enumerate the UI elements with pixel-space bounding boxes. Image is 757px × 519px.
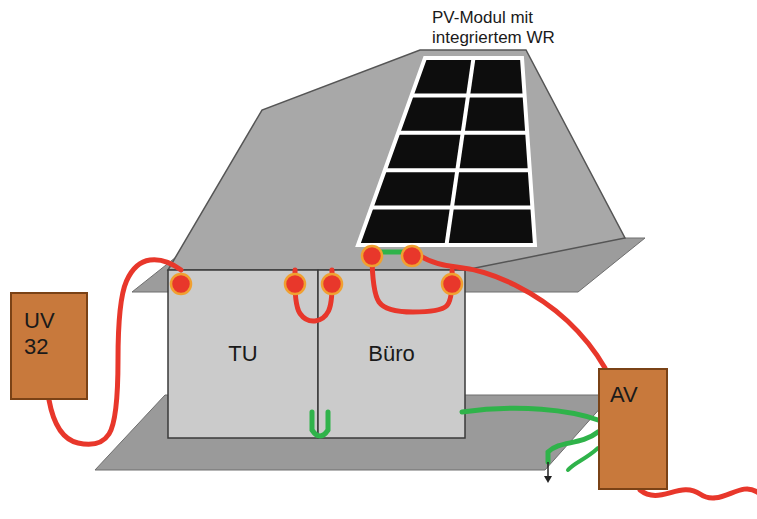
green-cable: [548, 432, 598, 462]
distribution-board: AV: [598, 368, 668, 490]
pv-module-label-area: PV-Modul mit integriertem WR: [350, 4, 620, 250]
roof: [168, 50, 625, 270]
node-label: TU: [228, 341, 257, 367]
node-label: Büro: [368, 341, 414, 367]
red-cable: [640, 489, 757, 498]
room-face: [318, 270, 465, 438]
terminal-dot: [402, 246, 422, 266]
node-label: PV-Modul mit integriertem WR: [432, 8, 612, 49]
distribution-board: UV 32: [10, 292, 88, 400]
room-face: Büro: [318, 270, 465, 438]
terminal-dot: [322, 274, 342, 294]
green-cable: [462, 408, 598, 420]
pv-module: [358, 58, 535, 245]
terminal-dot: [442, 274, 462, 294]
node-label: UV 32: [24, 308, 64, 361]
room-face: [168, 270, 318, 438]
room-face: TU: [168, 270, 318, 438]
cable-connector: [412, 250, 605, 368]
terminal-dot: [285, 274, 305, 294]
ground-arrow: [547, 462, 549, 478]
pv-cell-grid: [371, 58, 532, 245]
ground-arrow: [544, 476, 552, 483]
green-cable: [568, 448, 598, 470]
cable-line: [412, 250, 605, 368]
terminal-dot: [171, 274, 191, 294]
green-cable: [312, 412, 328, 436]
node-label: AV: [610, 382, 660, 408]
terminal-dot: [362, 246, 382, 266]
